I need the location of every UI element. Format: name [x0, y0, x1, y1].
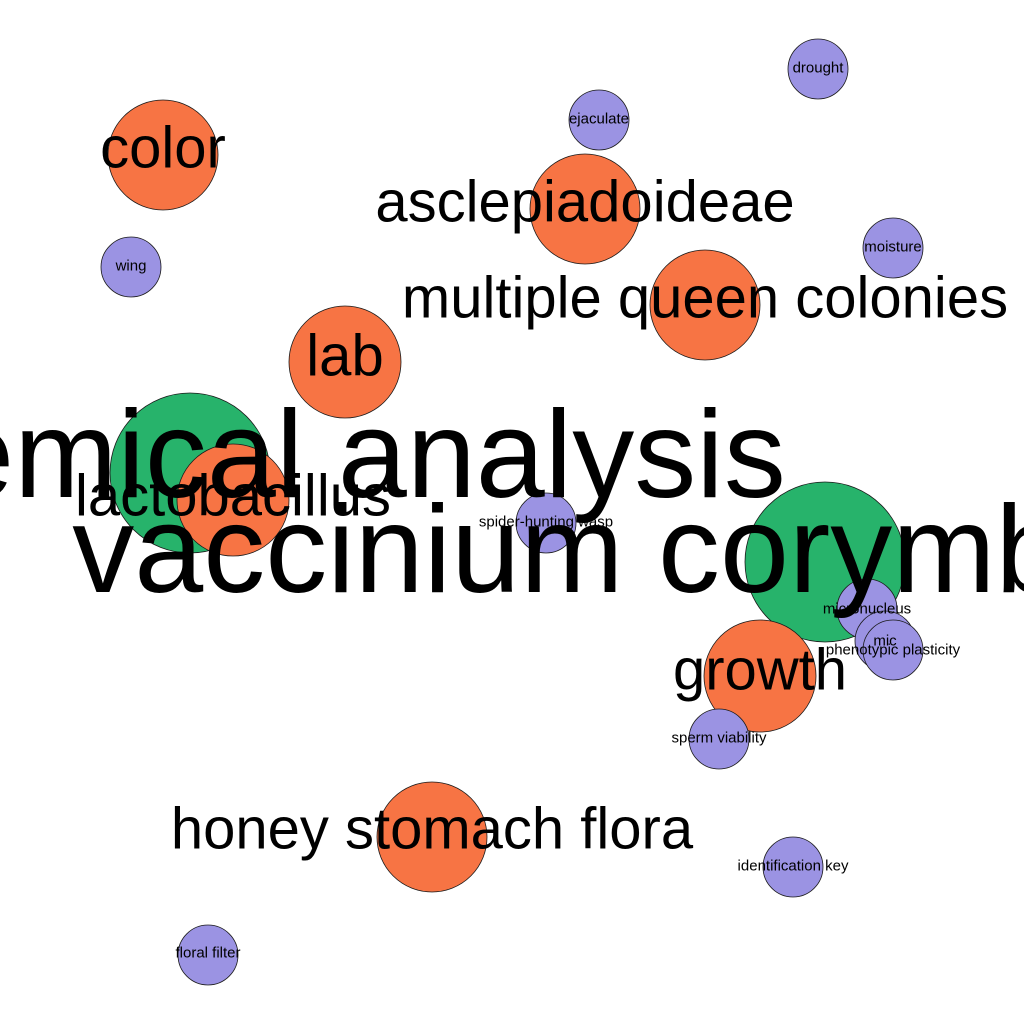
node-wing-circle[interactable] [100, 236, 162, 298]
node-asclepiadoideae-label: asclepiadoideae [375, 170, 794, 235]
node-identification-key-circle[interactable] [762, 836, 824, 898]
node-asclepiadoideae-circle[interactable] [529, 153, 641, 265]
node-lab-circle[interactable] [288, 305, 402, 419]
node-drought-circle[interactable] [787, 38, 849, 100]
node-sperm-viability-label: sperm viability [671, 730, 767, 747]
node-moisture-circle[interactable] [862, 217, 924, 279]
node-ejaculate-circle[interactable] [568, 89, 630, 151]
node-micronucleus-label: micronucleus [823, 601, 911, 618]
node-color-circle[interactable] [107, 99, 219, 211]
node-chemical-analysis-label: chemical analysis [0, 386, 786, 524]
node-drought-label: drought [793, 60, 845, 77]
node-mic-label: mic [873, 633, 897, 650]
node-moisture-label: moisture [864, 239, 922, 256]
node-floral-filter-label: floral filter [175, 945, 240, 962]
node-ejaculate-label: ejaculate [569, 111, 629, 128]
node-sperm-viability-circle[interactable] [688, 708, 750, 770]
node-vaccinium-corymbosum-label: vaccinium corymbosum [72, 481, 1024, 619]
node-circles [100, 38, 924, 986]
node-lactobacillus-circle[interactable] [176, 443, 290, 557]
node-identification-key-label: identification key [738, 858, 849, 875]
node-multiple-queen-colonies-label: multiple queen colonies [402, 266, 1008, 331]
node-color-label: color [100, 116, 226, 181]
node-phenotypic-plasticity-label: phenotypic plasticity [826, 642, 961, 659]
node-honey-stomach-flora-circle[interactable] [376, 781, 488, 893]
node-spider-hunting-wasp-label: spider-hunting wasp [479, 514, 613, 531]
node-honey-stomach-flora-label: honey stomach flora [171, 797, 694, 862]
node-growth-label: growth [673, 638, 847, 703]
node-floral-filter-circle[interactable] [177, 924, 239, 986]
node-phenotypic-plasticity-circle[interactable] [862, 619, 924, 681]
node-spider-hunting-wasp-circle[interactable] [515, 492, 577, 554]
node-growth-circle[interactable] [703, 619, 817, 733]
node-labels: drought ejaculate color asclepiadoideae … [0, 60, 1024, 962]
node-multiple-queen-colonies-circle[interactable] [649, 249, 761, 361]
node-wing-label: wing [115, 258, 147, 275]
node-lab-label: lab [306, 324, 383, 389]
node-lactobacillus-label: lactobacillus [75, 464, 391, 529]
